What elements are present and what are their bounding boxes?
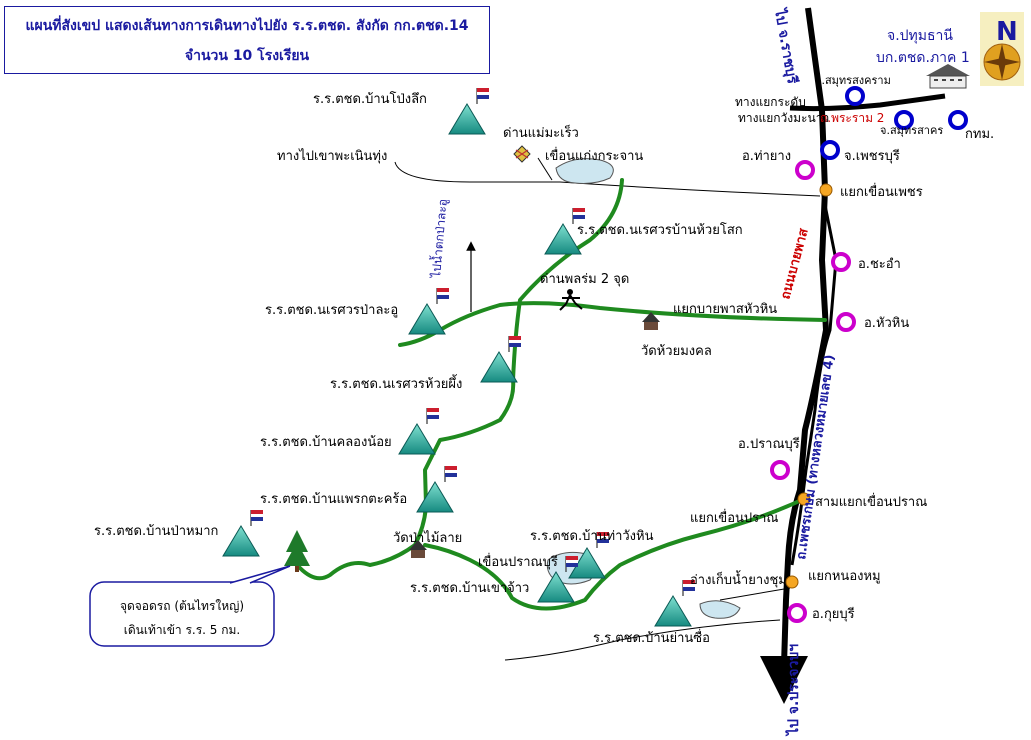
school-marker (654, 579, 696, 627)
place-label: อ.หัวหิน (864, 316, 909, 331)
school-label: ร.ร.ตชด.บ้านคลองน้อย (260, 435, 392, 450)
callout-line2: เดินเท้าเข้า ร.ร. 5 กม. (124, 623, 240, 637)
place-label: วัดห้วยมงคล (641, 344, 712, 359)
checkpoint-icon (513, 145, 531, 163)
road-label-south: ไป จ.ประจวบฯ (784, 644, 802, 737)
reservoir-yang-chum (699, 600, 741, 619)
school-marker (448, 87, 490, 135)
school-label: ร.ร.ตชด.นเรศวรป่าละอู (265, 303, 398, 318)
hq-building-icon (926, 64, 970, 89)
highway-main (781, 7, 830, 666)
place-label: ทางไปเขาพะเนินทุ่ง (277, 148, 387, 164)
place-label: สามแยกเขื่อนปราณ (815, 493, 927, 510)
map-title-box: แผนที่สังเขป แสดงเส้นทางการเดินทางไปยัง … (4, 6, 490, 74)
place-label: จ.สมุทรสาคร (880, 124, 943, 137)
callout-line1: จุดจอดรถ (ต้นไทรใหญ่) (120, 599, 244, 614)
pa-la-u-label: ไปน้ำตกป่าละอู (427, 198, 451, 279)
place-label: เขื่อนแก่งกระจาน (545, 147, 643, 164)
road-to-dam-jct (537, 157, 553, 181)
road-label-north: ไป จ.ราชบุรี (771, 6, 802, 86)
rama2-label: ถ.พระราม 2 (820, 111, 884, 125)
north-label: N (996, 17, 1018, 47)
reservoir-kaeng-krachan (555, 158, 614, 184)
place-label: จ.สมุทรสงคราม (815, 74, 891, 87)
soldier-icon (559, 289, 583, 311)
place-label: ด่านแม่มะเร็ว (503, 123, 579, 141)
district-marker (831, 252, 851, 272)
callout-bubble: จุดจอดรถ (ต้นไทรใหญ่) เดินเท้าเข้า ร.ร. … (89, 565, 291, 647)
compass-icon: N (980, 12, 1024, 86)
place-label: อ.ชะอำ (858, 257, 901, 272)
junction-marker (797, 492, 811, 506)
district-marker (787, 603, 807, 623)
place-label: จ.เพชรบุรี (844, 148, 900, 164)
place-label: ทางแยกระดับ (735, 95, 806, 109)
place-label: อ.ปราณบุรี (738, 436, 800, 452)
place-label: แยกบายพาสหัวหิน (673, 302, 777, 317)
place-label: แยกหนองหมู (808, 569, 881, 584)
province-marker (948, 110, 968, 130)
pathum-label: จ.ปทุมธานี (887, 28, 953, 44)
school-marker (222, 509, 264, 557)
place-label: อ.กุยบุรี (812, 606, 855, 622)
place-label: แยกเขื่อนเพชร (840, 183, 923, 200)
school-marker (398, 407, 440, 455)
place-label: เขื่อนปราณบุรี (478, 553, 558, 570)
school-label: ร.ร.ตชด.นเรศวรบ้านห้วยโสก (577, 222, 743, 238)
junction-marker (819, 183, 833, 197)
highway-phetkasem (790, 189, 838, 566)
province-marker (820, 140, 840, 160)
province-marker (894, 110, 914, 130)
province-marker (845, 86, 865, 106)
road-yang-chum (719, 587, 791, 601)
map-title: แผนที่สังเขป แสดงเส้นทางการเดินทางไปยัง … (25, 18, 469, 34)
school-label: ร.ร.ตชด.บ้านป่าหมาก (94, 524, 218, 539)
place-label: วัดป่าไม้ลาย (393, 530, 462, 546)
district-marker (795, 160, 815, 180)
map-subtitle: จำนวน 10 โรงเรียน (184, 48, 310, 64)
school-label: ร.ร.ตชด.บ้านย่านซื่อ (593, 629, 710, 646)
junction-marker (785, 575, 799, 589)
temple-icon (642, 312, 660, 330)
road-bottom (504, 619, 781, 661)
school-label: ร.ร.ตชด.บ้านโป่งลึก (313, 91, 427, 107)
school-marker (416, 465, 458, 513)
tree-icon (284, 530, 310, 572)
school-label: ร.ร.ตชด.บ้านแพรกตะคร้อ (260, 492, 407, 507)
place-label: แยกเขื่อนปราณ (690, 509, 779, 526)
place-label: ทางแยกวังมะนาว (738, 111, 829, 125)
road-pa-noen (394, 161, 821, 197)
bypass-label: ถนนบายพาส (778, 227, 811, 301)
temple-icon (409, 540, 427, 558)
school-label: ร.ร.ตชด.บ้านเขาจ้าว (410, 581, 529, 596)
place-label: ด่านพลร่ม 2 จุด (540, 272, 629, 287)
district-marker (836, 312, 856, 332)
school-label: ร.ร.ตชด.นเรศวรห้วยผึ้ง (330, 374, 462, 392)
hq-label: บก.ตชด.ภาค 1 (876, 50, 970, 66)
school-label: ร.ร.ตชด.บ้านท่าวังหิน (530, 529, 654, 544)
place-label: อ.ท่ายาง (742, 149, 791, 164)
road-rama2 (789, 93, 946, 112)
place-label: อ่างเก็บน้ำยางชุม (690, 570, 787, 588)
district-marker (770, 460, 790, 480)
place-label: กทม. (965, 127, 994, 142)
